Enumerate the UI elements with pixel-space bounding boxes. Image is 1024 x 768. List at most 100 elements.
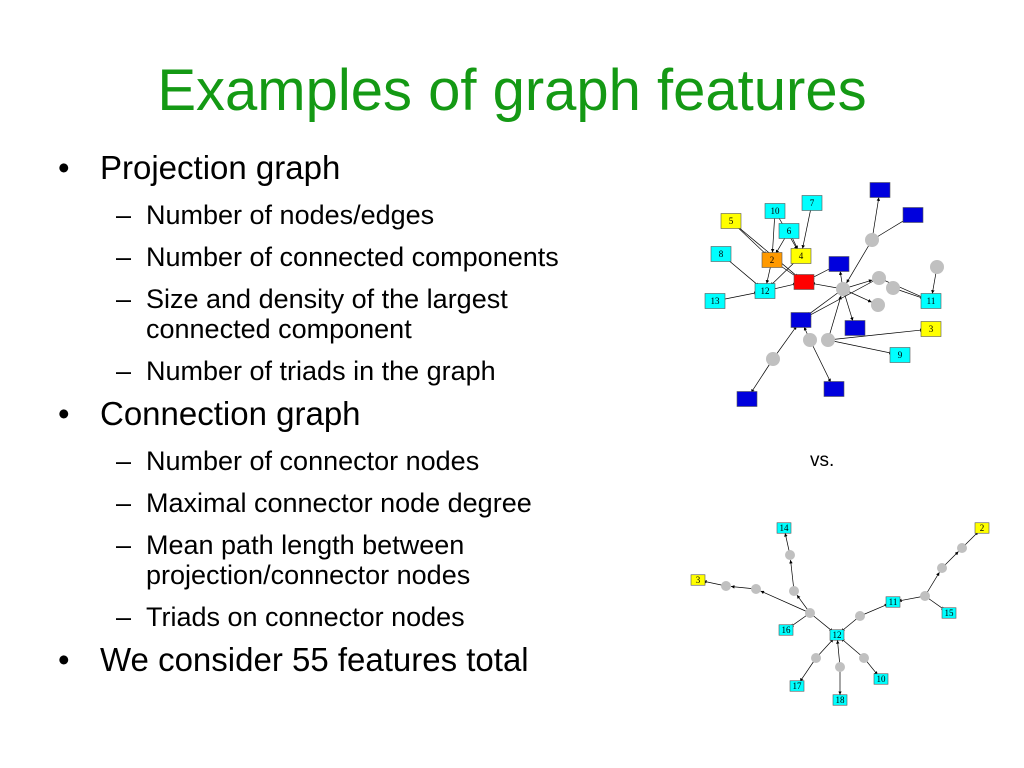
graph-edge bbox=[806, 288, 844, 316]
graph-edge bbox=[807, 277, 880, 317]
node-label: 6 bbox=[787, 226, 792, 236]
sub-bullet-line: Number of nodes/edges bbox=[146, 200, 435, 230]
connector-node bbox=[835, 662, 845, 672]
node-label: 15 bbox=[945, 608, 955, 618]
connector-node bbox=[821, 333, 835, 347]
sub-bullet-line: projection/connector nodes bbox=[146, 560, 471, 590]
graph-edge bbox=[760, 590, 811, 614]
connector-node bbox=[859, 653, 869, 663]
sub-bullet: Size and density of the largestconnected… bbox=[58, 284, 678, 344]
sub-bullet-line: Mean path length between bbox=[146, 530, 465, 560]
graph-edge bbox=[859, 603, 889, 617]
graph-edge bbox=[730, 220, 799, 278]
projection-node bbox=[778, 223, 800, 239]
projection-node bbox=[776, 522, 792, 534]
sub-bullet: Mean path length betweenprojection/conne… bbox=[58, 530, 678, 590]
bullet-connection-graph: Connection graph bbox=[58, 394, 678, 434]
graph-edge bbox=[840, 638, 865, 659]
connector-node bbox=[785, 550, 795, 560]
connector-node bbox=[811, 653, 821, 663]
connector-node bbox=[920, 591, 930, 601]
slide-title: Examples of graph features bbox=[157, 58, 867, 123]
sub-bullet: Number of nodes/edges bbox=[58, 200, 678, 230]
node-label: 18 bbox=[836, 695, 846, 705]
connector-node bbox=[865, 233, 879, 247]
projection-node bbox=[832, 694, 848, 706]
node-label: 16 bbox=[782, 625, 792, 635]
graph-edge bbox=[827, 295, 842, 341]
sub-bullet-line: Maximal connector node degree bbox=[146, 488, 532, 518]
projection-node bbox=[829, 629, 845, 641]
node-label: 3 bbox=[929, 324, 934, 334]
projection-node bbox=[789, 680, 805, 692]
sub-bullet: Number of triads in the graph bbox=[58, 356, 678, 386]
projection-node bbox=[873, 673, 889, 685]
sub-bullet-line: Number of connector nodes bbox=[146, 446, 480, 476]
node-label: 8 bbox=[719, 249, 724, 259]
connector-node bbox=[957, 543, 967, 553]
connector-node bbox=[937, 563, 947, 573]
sub-bullet: Number of connected components bbox=[58, 242, 678, 272]
sub-bullet-line: Triads on connector nodes bbox=[146, 602, 465, 632]
projection-node bbox=[793, 274, 815, 290]
projection-node bbox=[844, 320, 866, 336]
projection-node bbox=[720, 213, 742, 229]
connector-node bbox=[871, 298, 885, 312]
vs-label: vs. bbox=[810, 450, 835, 471]
connector-node bbox=[886, 281, 900, 295]
projection-node bbox=[690, 574, 706, 586]
projection-node bbox=[790, 248, 812, 264]
projection-node bbox=[761, 252, 783, 268]
projection-node bbox=[869, 182, 891, 198]
node-label: 10 bbox=[771, 206, 781, 216]
node-label: 10 bbox=[877, 674, 887, 684]
sub-bullet: Maximal connector node degree bbox=[58, 488, 678, 518]
sub-bullet-line: Number of connected components bbox=[146, 242, 559, 272]
sub-bullet-line: Size and density of the largest bbox=[146, 284, 508, 314]
projection-node bbox=[823, 381, 845, 397]
connector-node bbox=[930, 260, 944, 274]
node-label: 4 bbox=[799, 251, 804, 261]
node-label: 17 bbox=[793, 681, 803, 691]
node-label: 2 bbox=[980, 523, 985, 533]
projection-node bbox=[885, 596, 901, 608]
node-label: 14 bbox=[780, 523, 790, 533]
node-label: 3 bbox=[696, 575, 701, 585]
projection-node bbox=[920, 293, 942, 309]
connector-node bbox=[721, 581, 731, 591]
projection-node bbox=[778, 624, 794, 636]
sub-bullet-line: connected component bbox=[146, 314, 412, 344]
projection-node bbox=[801, 195, 823, 211]
node-label: 13 bbox=[711, 296, 721, 306]
projection-node bbox=[736, 391, 758, 407]
bullet-projection-graph: Projection graph bbox=[58, 148, 678, 188]
projection-node bbox=[974, 522, 990, 534]
node-label: 2 bbox=[770, 255, 775, 265]
node-label: 12 bbox=[833, 630, 842, 640]
connector-node bbox=[836, 282, 850, 296]
projection-node bbox=[920, 321, 942, 337]
projection-node bbox=[790, 312, 812, 328]
node-label: 9 bbox=[898, 350, 903, 360]
graph-edge bbox=[809, 339, 832, 383]
projection-node bbox=[902, 207, 924, 223]
graph-edge bbox=[789, 559, 795, 592]
projection-node bbox=[754, 283, 776, 299]
node-label: 7 bbox=[810, 198, 815, 208]
node-label: 5 bbox=[729, 216, 734, 226]
graph-edge bbox=[878, 277, 925, 299]
projection-node bbox=[941, 607, 957, 619]
graph-edge bbox=[827, 328, 924, 341]
sub-bullet: Number of connector nodes bbox=[58, 446, 678, 476]
projection-node bbox=[704, 293, 726, 309]
connector-node bbox=[805, 608, 815, 618]
projection-node bbox=[828, 256, 850, 272]
bullet-features-total: We consider 55 features total bbox=[58, 640, 678, 680]
connector-node bbox=[766, 352, 780, 366]
graph-edge bbox=[846, 239, 873, 284]
connector-node bbox=[751, 584, 761, 594]
graph-edge bbox=[871, 197, 880, 241]
bullet-list: Projection graph Number of nodes/edges N… bbox=[58, 148, 678, 680]
